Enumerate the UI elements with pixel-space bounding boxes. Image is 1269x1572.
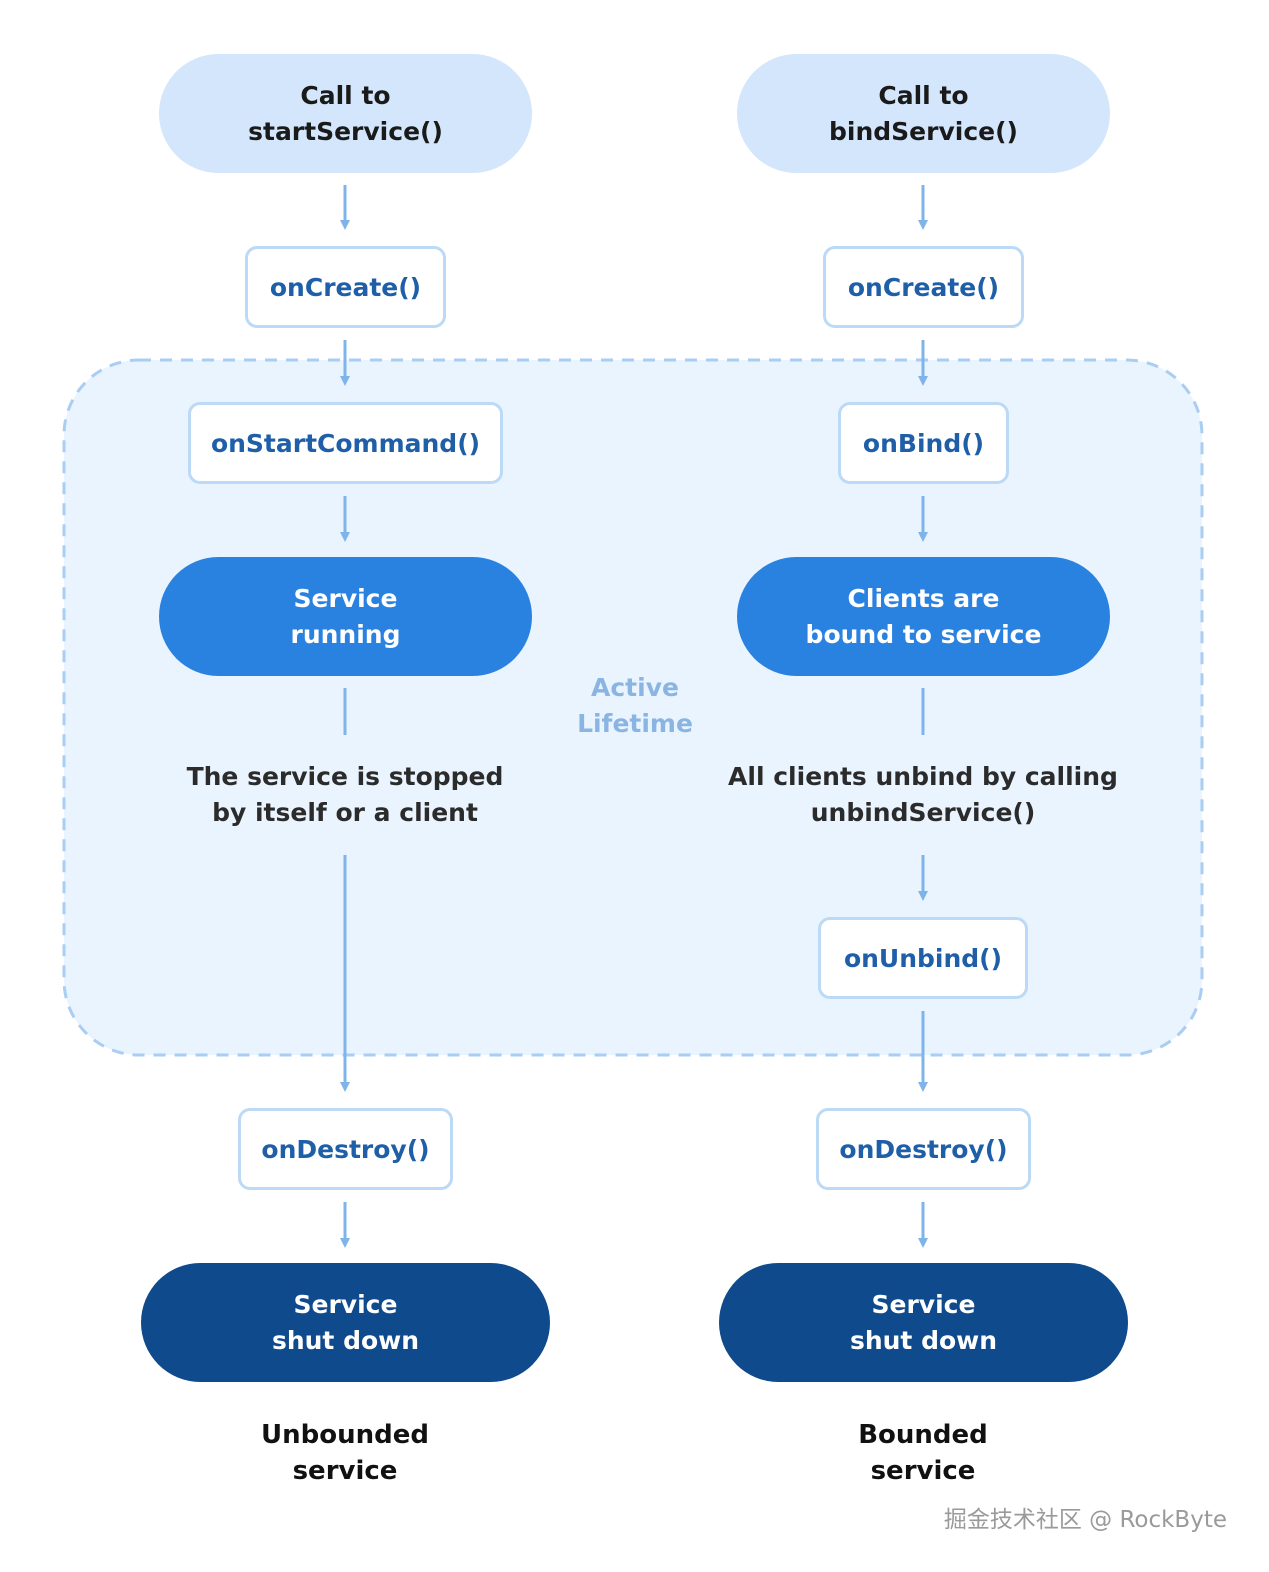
right-oncreate-box: onCreate() xyxy=(823,246,1024,328)
right-ondestroy-box: onDestroy() xyxy=(816,1108,1031,1190)
bounded-caption-line2: service xyxy=(870,1456,976,1486)
unbind-condition-line1: All clients unbind by calling xyxy=(728,762,1118,791)
stop-condition-line2: by itself or a client xyxy=(212,798,478,827)
unbind-condition-note: All clients unbind by calling unbindServ… xyxy=(703,759,1143,831)
onstartcommand-box: onStartCommand() xyxy=(188,402,503,484)
stop-condition-line1: The service is stopped xyxy=(186,762,504,791)
watermark-text: 掘金技术社区 @ RockByte xyxy=(943,1507,1227,1533)
left-oncreate-label: onCreate() xyxy=(269,272,422,302)
right-oncreate-label: onCreate() xyxy=(847,272,1000,302)
bind-service-call-node: Call to bindService() xyxy=(737,54,1110,173)
start-service-line1: Call to xyxy=(300,80,391,110)
left-service-shutdown-node: Service shut down xyxy=(141,1263,550,1382)
onunbind-label: onUnbind() xyxy=(843,943,1003,973)
onstartcommand-label: onStartCommand() xyxy=(210,428,481,458)
bind-service-line1: Call to xyxy=(878,80,969,110)
stop-condition-note: The service is stopped by itself or a cl… xyxy=(145,759,545,831)
onbind-box: onBind() xyxy=(838,402,1009,484)
clients-bound-node: Clients are bound to service xyxy=(737,557,1110,676)
left-oncreate-box: onCreate() xyxy=(245,246,446,328)
service-running-node: Service running xyxy=(159,557,532,676)
bounded-service-caption: Bounded service xyxy=(773,1417,1073,1489)
service-running-line1: Service xyxy=(293,583,398,613)
right-ondestroy-label: onDestroy() xyxy=(839,1134,1008,1164)
left-shutdown-line1: Service xyxy=(293,1289,398,1319)
active-lifetime-label-line1: Active xyxy=(591,673,679,702)
left-shutdown-line2: shut down xyxy=(271,1325,420,1355)
onbind-label: onBind() xyxy=(862,428,985,458)
unbounded-caption-line1: Unbounded xyxy=(261,1420,429,1450)
clients-bound-line1: Clients are xyxy=(847,583,1000,613)
service-running-line2: running xyxy=(290,619,401,649)
start-service-call-node: Call to startService() xyxy=(159,54,532,173)
unbind-condition-line2: unbindService() xyxy=(810,798,1036,827)
right-shutdown-line2: shut down xyxy=(849,1325,998,1355)
left-ondestroy-label: onDestroy() xyxy=(261,1134,430,1164)
unbounded-caption-line2: service xyxy=(292,1456,398,1486)
onunbind-box: onUnbind() xyxy=(818,917,1028,999)
bounded-caption-line1: Bounded xyxy=(858,1420,988,1450)
active-lifetime-label: Active Lifetime xyxy=(535,670,735,742)
left-ondestroy-box: onDestroy() xyxy=(238,1108,453,1190)
bind-service-line2: bindService() xyxy=(829,116,1018,146)
right-shutdown-line1: Service xyxy=(871,1289,976,1319)
clients-bound-line2: bound to service xyxy=(805,619,1042,649)
start-service-line2: startService() xyxy=(248,116,443,146)
unbounded-service-caption: Unbounded service xyxy=(195,1417,495,1489)
right-service-shutdown-node: Service shut down xyxy=(719,1263,1128,1382)
active-lifetime-label-line2: Lifetime xyxy=(577,709,693,738)
